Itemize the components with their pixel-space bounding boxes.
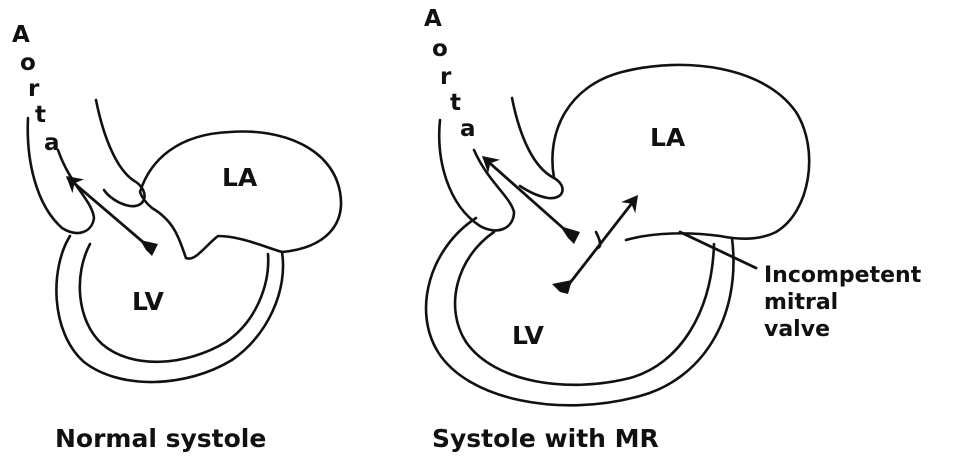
normal-systole-panel: A o r t a LA LV Normal systole [12, 22, 341, 453]
incompetent-valve-annotation: Incompetent mitral valve [764, 263, 922, 342]
aorta-letter: a [460, 116, 476, 142]
aorta-letter: o [432, 36, 448, 62]
mr-systole-panel: A o r t a LA LV Incompetent mitral valve… [424, 6, 922, 453]
aorta-letter: t [450, 90, 461, 116]
panel-caption: Systole with MR [432, 424, 659, 453]
panel-caption: Normal systole [55, 424, 266, 453]
aorta-letter: o [20, 50, 36, 76]
left-ventricle-label: LV [132, 287, 164, 316]
left-atrium-label: LA [222, 163, 258, 192]
aorta-label-left: A o r t a [12, 22, 60, 156]
aorta-letter: r [440, 64, 452, 90]
aorta-letter: t [35, 102, 46, 128]
left-ventricle-outer-right [426, 218, 733, 405]
left-ventricle-label: LV [512, 321, 544, 350]
left-atrium-left [140, 132, 341, 259]
aorta-letter: a [44, 130, 60, 156]
left-ventricle-inner-right [455, 232, 714, 385]
aorta-letter: A [424, 6, 442, 32]
aorta-letter: A [12, 22, 30, 48]
left-atrium-label: LA [650, 123, 686, 152]
annotation-line: valve [764, 317, 830, 342]
aorta-letter: r [28, 76, 40, 102]
left-atrium-right [552, 65, 809, 240]
annotation-line: Incompetent [764, 263, 922, 288]
aorta-label-right: A o r t a [424, 6, 476, 142]
left-ventricle-inner-left [80, 244, 268, 362]
annotation-line: mitral [764, 290, 838, 315]
